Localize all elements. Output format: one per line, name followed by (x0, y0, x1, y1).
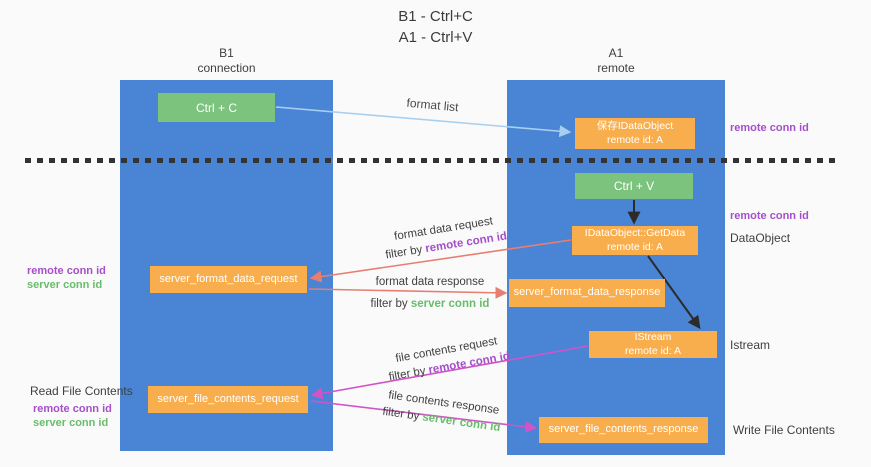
ctrl-c-label: Ctrl + C (195, 100, 237, 115)
remote-conn-id-annotation-copy: remote conn id (730, 122, 809, 134)
column-header-a1: A1 remote (507, 46, 725, 76)
format-remote-conn-id-annotation: remote conn id (27, 265, 106, 277)
server-file-contents-request-node: server_file_contents_request (148, 386, 308, 413)
server-format-data-request-node: server_format_data_request (150, 266, 307, 293)
getdata-line2: remote id: A (606, 240, 664, 253)
istream-annotation: Istream (730, 338, 771, 352)
server-file-contents-request-label: server_file_contents_request (157, 392, 299, 405)
diagram-title: B1 - Ctrl+C A1 - Ctrl+V (0, 6, 871, 48)
save-dataobject-node: 保存IDataObject remote id: A (575, 118, 695, 149)
server-file-contents-response-node: server_file_contents_response (539, 417, 708, 443)
phase-separator-dashed-line (25, 158, 835, 163)
save-dataobject-line2: remote id: A (606, 133, 664, 146)
istream-node: IStream remote id: A (589, 331, 717, 358)
filter-by-text: filter by (370, 298, 411, 310)
server-conn-id-keyword: server conn id (410, 298, 490, 310)
column-a1-role: remote (597, 61, 635, 75)
filter-by-text: filter by (387, 364, 430, 384)
format-list-label: format list (406, 95, 460, 115)
server-format-data-response-node: server_format_data_response (509, 279, 665, 307)
istream-line2: remote id: A (624, 344, 682, 357)
remote-conn-id-annotation-paste: remote conn id (730, 210, 809, 222)
title-line-1: B1 - Ctrl+C (398, 8, 473, 25)
server-file-contents-response-label: server_file_contents_response (548, 423, 699, 436)
title-line-2: A1 - Ctrl+V (398, 29, 473, 46)
filter-by-text: filter by (384, 243, 427, 262)
istream-line1: IStream (634, 331, 672, 343)
server-format-data-response-label: server_format_data_response (513, 286, 661, 299)
file-remote-conn-id-annotation: remote conn id (33, 403, 112, 415)
column-b1-name: B1 (219, 46, 234, 60)
ctrl-v-label: Ctrl + V (613, 179, 655, 193)
getdata-line1: IDataObject::GetData (584, 227, 686, 239)
dataobject-annotation: DataObject (730, 231, 791, 245)
column-header-b1: B1 connection (120, 46, 333, 76)
file-server-conn-id-annotation: server conn id (33, 417, 109, 429)
ctrl-v-node: Ctrl + V (575, 173, 693, 199)
server-format-data-request-label: server_format_data_request (159, 272, 298, 285)
format-data-response-label: format data response (375, 276, 485, 288)
format-server-conn-id-annotation: server conn id (27, 279, 103, 291)
column-a1-name: A1 (608, 46, 624, 60)
filter-by-text: filter by (381, 405, 424, 424)
idataobject-getdata-node: IDataObject::GetData remote id: A (572, 226, 698, 255)
read-file-contents-annotation: Read File Contents (30, 384, 133, 398)
save-dataobject-line1: 保存IDataObject (596, 120, 674, 132)
ctrl-c-node: Ctrl + C (158, 93, 275, 122)
column-b1-role: connection (197, 61, 256, 75)
write-file-contents-annotation: Write File Contents (733, 423, 835, 437)
format-data-response-filter: filter by server conn id (345, 296, 515, 313)
